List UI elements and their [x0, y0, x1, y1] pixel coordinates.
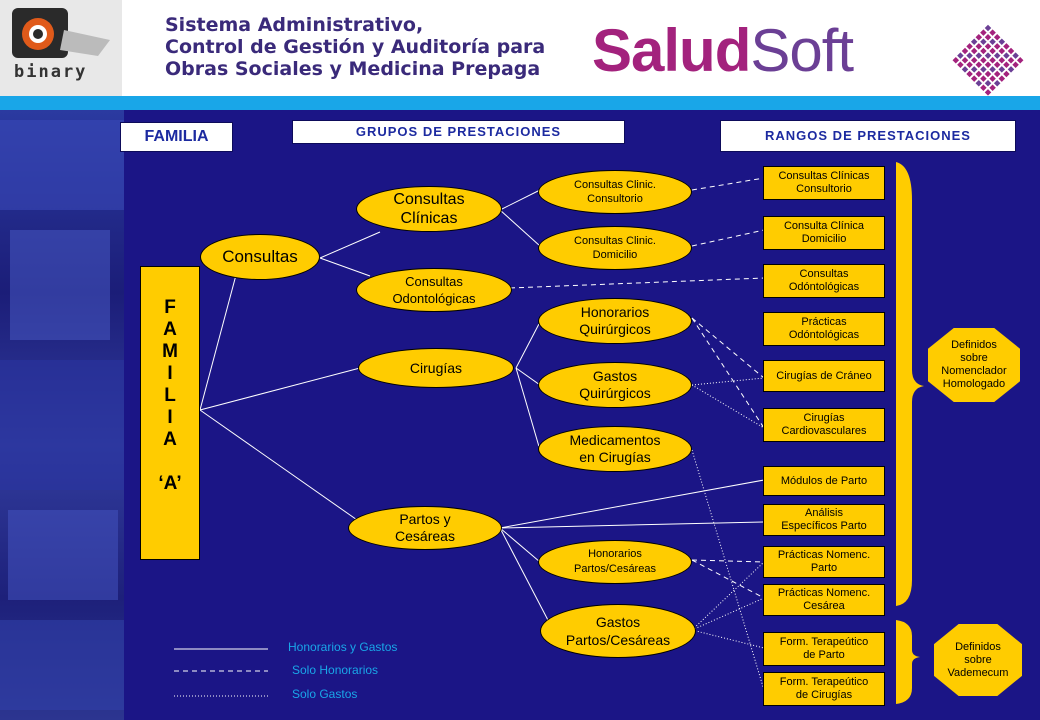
legend-solo-gastos: Solo Gastos — [292, 687, 358, 701]
connector-line — [515, 367, 541, 451]
system-title-line: Obras Sociales y Medicina Prepaga — [165, 58, 541, 80]
connector-line — [199, 409, 361, 523]
saludsoft-brand: SaludSoft — [592, 17, 854, 84]
connector-line — [509, 277, 765, 289]
node-consultas: Consultas — [200, 234, 320, 280]
range-practicas-odontologicas: Prácticas Odóntológicas — [763, 312, 885, 346]
connector-line — [691, 377, 765, 386]
brand-soft: Soft — [750, 17, 854, 84]
node-cirugias: Cirugías — [358, 348, 514, 388]
range-practicas-nomenc-cesarea: Prácticas Nomenc. Cesárea — [763, 584, 885, 616]
range-modulos-parto: Módulos de Parto — [763, 466, 885, 496]
connector-line — [691, 317, 765, 429]
connector-line — [691, 384, 765, 429]
connector-line — [691, 449, 765, 691]
connector-line — [499, 189, 541, 211]
connector-line — [499, 209, 541, 247]
logo-text: binary — [14, 62, 88, 82]
system-title: Sistema Administrativo, Control de Gesti… — [165, 14, 545, 80]
node-consultas-odontologicas: Consultas Odontológicas — [356, 268, 512, 312]
familia-header: FAMILIA — [120, 122, 233, 152]
connector-line — [515, 367, 541, 386]
connector-line — [691, 597, 765, 631]
node-consultas-clinic-consultorio: Consultas Clinic. Consultorio — [538, 170, 692, 214]
range-consulta-clinica-domicilio: Consulta Clínica Domicilio — [763, 216, 885, 250]
range-analisis-especificos-parto: Análisis Específicos Parto — [763, 504, 885, 536]
header-divider — [0, 96, 1040, 110]
node-consultas-clinicas: Consultas Clínicas — [356, 186, 502, 232]
connector-line — [691, 177, 765, 191]
definidos-vademecum: Definidos sobre Vademecum — [934, 624, 1022, 696]
familia-a-column: F A M I L I A ‘A’ — [140, 266, 200, 560]
familia-letter: F — [164, 297, 176, 318]
header-banner: binary Sistema Administrativo, Control d… — [0, 0, 1040, 96]
brace-vademecum — [896, 620, 920, 704]
range-practicas-nomenc-parto: Prácticas Nomenc. Parto — [763, 546, 885, 578]
system-title-line: Control de Gestión y Auditoría para — [165, 36, 546, 58]
legend-solo-honorarios: Solo Honorarios — [292, 663, 379, 677]
node-partos-cesareas: Partos y Cesáreas — [348, 506, 502, 550]
range-cirugias-cardiovasculares: Cirugías Cardiovasculares — [763, 408, 885, 442]
range-consultas-clinicas-consultorio: Consultas Clínicas Consultorio — [763, 166, 885, 200]
familia-letter: ‘A’ — [158, 473, 182, 494]
node-gastos-quirurgicos: Gastos Quirúrgicos — [538, 362, 692, 408]
brace-nomenclador — [896, 162, 924, 606]
connector-line — [691, 629, 765, 649]
photo-collage-icon — [0, 120, 124, 710]
connector-line — [319, 231, 381, 259]
connector-line — [691, 317, 765, 379]
connector-line — [691, 229, 765, 247]
connector-line — [691, 561, 765, 631]
node-honorarios-partos: Honorarios Partos/Cesáreas — [538, 540, 692, 584]
connector-line — [499, 527, 541, 563]
range-cirugias-craneo: Cirugías de Cráneo — [763, 360, 885, 392]
connector-line — [691, 559, 765, 563]
diamond-logo-icon — [952, 24, 1024, 96]
node-gastos-partos: Gastos Partos/Cesáreas — [540, 604, 696, 658]
connector-line — [515, 321, 541, 369]
familia-letter: A — [163, 429, 177, 450]
familia-letter: L — [164, 385, 176, 406]
familia-letter: A — [163, 319, 177, 340]
binary-logo-icon — [12, 8, 110, 58]
legend-honorarios-gastos: Honorarios y Gastos — [288, 640, 398, 654]
range-form-terapeutico-parto: Form. Terapeútico de Parto — [763, 632, 885, 666]
range-form-terapeutico-cirugias: Form. Terapeútico de Cirugías — [763, 672, 885, 706]
connector-line — [691, 559, 765, 599]
binary-logo: binary — [0, 0, 122, 96]
definidos-nomenclador: Definidos sobre Nomenclador Homologado — [928, 328, 1020, 402]
connector-line — [499, 527, 551, 625]
connector-line — [199, 367, 361, 411]
system-title-line: Sistema Administrativo, — [165, 14, 424, 36]
range-consultas-odontologicas: Consultas Odóntológicas — [763, 264, 885, 298]
node-medicamentos-cirugias: Medicamentos en Cirugías — [538, 426, 692, 472]
node-honorarios-quirurgicos: Honorarios Quirúrgicos — [538, 298, 692, 344]
photo-strip — [0, 110, 124, 720]
node-consultas-clinic-domicilio: Consultas Clinic. Domicilio — [538, 226, 692, 270]
connector-line — [319, 257, 371, 277]
familia-letter: M — [162, 341, 178, 362]
familia-letter: I — [167, 407, 173, 428]
rangos-header: RANGOS DE PRESTACIONES — [720, 120, 1016, 152]
brand-salud: Salud — [592, 17, 751, 84]
grupos-header: GRUPOS DE PRESTACIONES — [292, 120, 625, 144]
connector-line — [499, 521, 765, 529]
connector-line — [199, 259, 241, 411]
familia-letter: I — [167, 363, 173, 384]
connector-line — [499, 479, 765, 529]
